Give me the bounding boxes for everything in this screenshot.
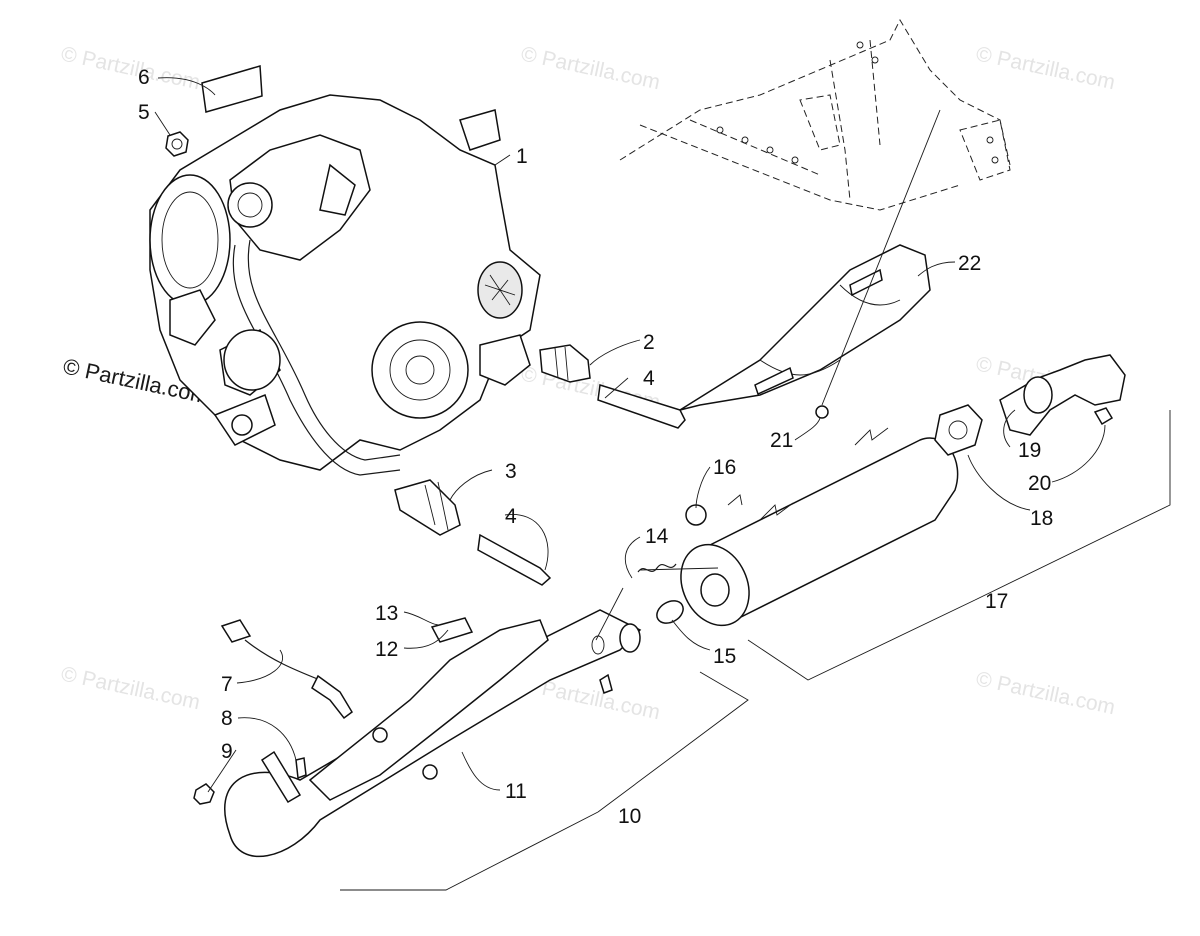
callout-5: 5 [138,101,150,124]
sensor-and-fasteners [193,619,353,805]
callout-20: 20 [1028,472,1051,495]
callout-18: 18 [1030,507,1053,530]
callout-7: 7 [221,673,233,696]
leader-lines [154,77,1171,891]
callout-6: 6 [138,66,150,89]
callout-1: 1 [516,145,528,168]
callout-19: 19 [1018,439,1041,462]
callout-4-upper: 4 [643,367,655,390]
nut-and-decal [165,65,263,157]
callout-21: 21 [770,429,793,452]
callout-16: 16 [713,456,736,479]
callout-3: 3 [505,460,517,483]
callout-17: 17 [985,590,1008,613]
callout-2: 2 [643,331,655,354]
callout-labels: 1 2 4 3 4 5 6 7 8 9 10 11 12 13 14 15 16… [138,66,1053,828]
callout-4-lower: 4 [505,505,517,528]
callout-15: 15 [713,645,736,668]
watermark: © Partzilla.com [519,42,662,94]
callout-12: 12 [375,638,398,661]
callout-9: 9 [221,740,233,763]
exhaust-studs-and-bolts [394,344,686,586]
callout-8: 8 [221,707,233,730]
callout-10: 10 [618,805,641,828]
watermark: © Partzilla.com [59,42,202,94]
callout-22: 22 [958,252,981,275]
watermark: © Partzilla.com [974,667,1117,719]
frame-outline [619,18,1011,211]
engine-assembly [149,94,541,476]
heat-shield [679,244,931,419]
callout-13: 13 [375,602,398,625]
callout-14: 14 [645,525,669,548]
exhaust-pipe-assembly [224,563,684,858]
muffler-assembly [680,354,1126,627]
watermark: © Partzilla.com [59,662,202,714]
watermark: © Partzilla.com [974,42,1117,94]
callout-11: 11 [505,780,527,803]
